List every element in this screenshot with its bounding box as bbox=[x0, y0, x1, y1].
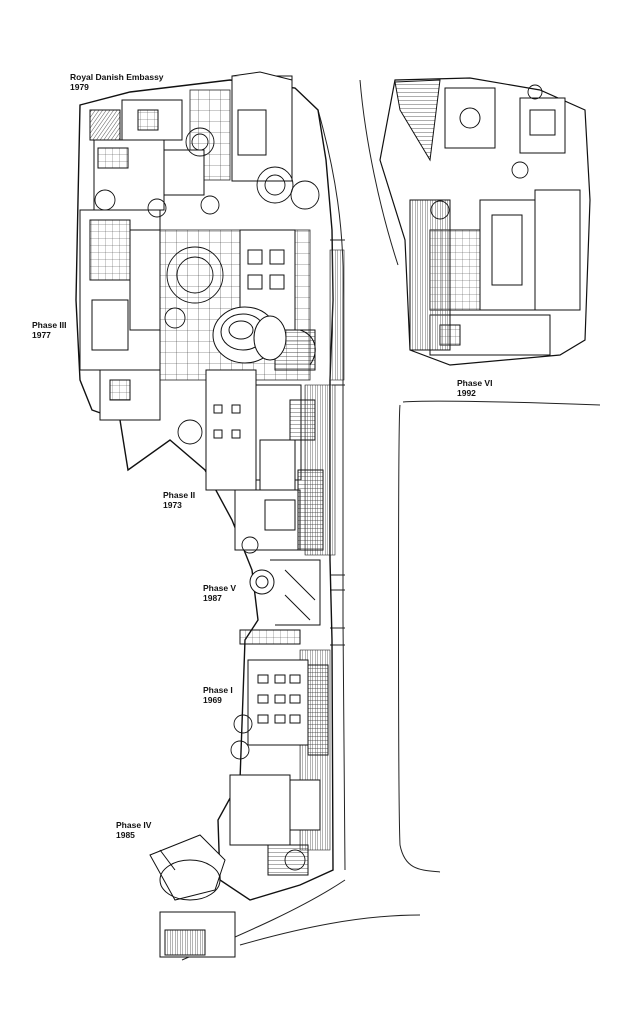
label-phase-iii: Phase III 1977 bbox=[32, 320, 67, 340]
label-royal-danish-embassy: Royal Danish Embassy 1979 bbox=[70, 72, 164, 92]
label-phase-ii-year: 1973 bbox=[163, 500, 182, 510]
phase-iv-buildings bbox=[149, 834, 236, 958]
trees bbox=[94, 127, 320, 871]
label-phase-vi-year: 1992 bbox=[457, 388, 476, 398]
label-phase-i-name: Phase I bbox=[203, 685, 233, 695]
label-embassy-year: 1979 bbox=[70, 82, 89, 92]
phase-iii-buildings bbox=[79, 209, 316, 421]
label-embassy-name: Royal Danish Embassy bbox=[70, 72, 164, 82]
label-phase-v: Phase V 1987 bbox=[203, 583, 236, 603]
phase-vi-outline bbox=[379, 77, 591, 366]
label-phase-iv-year: 1985 bbox=[116, 830, 135, 840]
label-phase-i: Phase I 1969 bbox=[203, 685, 233, 705]
phase-ii-buildings bbox=[205, 369, 324, 551]
phase-i-buildings bbox=[229, 629, 329, 876]
label-phase-i-year: 1969 bbox=[203, 695, 222, 705]
label-phase-ii-name: Phase II bbox=[163, 490, 196, 500]
label-phase-iv: Phase IV 1985 bbox=[116, 820, 151, 840]
label-phase-vi-name: Phase VI bbox=[457, 378, 493, 388]
label-phase-ii: Phase II 1973 bbox=[163, 490, 195, 510]
label-phase-v-name: Phase V bbox=[203, 583, 237, 593]
label-phase-iii-year: 1977 bbox=[32, 330, 51, 340]
label-phase-iv-name: Phase IV bbox=[116, 820, 152, 830]
label-phase-iii-name: Phase III bbox=[32, 320, 67, 330]
central-fountain bbox=[212, 306, 316, 366]
phase-vi-buildings bbox=[394, 79, 581, 356]
embassy-buildings bbox=[89, 71, 293, 211]
label-phase-v-year: 1987 bbox=[203, 593, 222, 603]
phase-vi-trees bbox=[430, 84, 543, 220]
label-phase-vi: Phase VI 1992 bbox=[457, 378, 492, 398]
phase-v-buildings bbox=[249, 559, 321, 626]
